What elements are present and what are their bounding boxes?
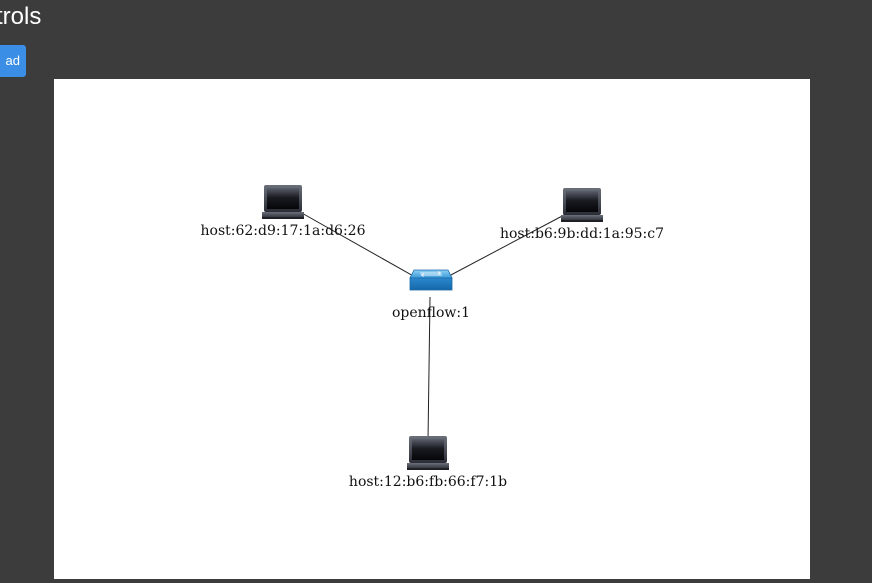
host-node[interactable]: host:b6:9b:dd:1a:95:c7 (500, 188, 664, 242)
switch-icon (409, 269, 453, 291)
switch-label: openflow:1 (392, 305, 470, 321)
link-host1-switch (299, 211, 432, 287)
laptop-icon (561, 188, 603, 222)
laptop-icon (407, 436, 449, 470)
host-label: host:62:d9:17:1a:d6:26 (201, 223, 366, 239)
load-button[interactable]: ad (0, 45, 26, 77)
host-node[interactable]: host:62:d9:17:1a:d6:26 (201, 185, 366, 239)
page-title: trols (0, 3, 42, 30)
topology-canvas[interactable]: openflow:1 host:62:d9:17:1a:d6:26 host:b… (54, 79, 810, 579)
laptop-icon (262, 185, 304, 219)
host-label: host:b6:9b:dd:1a:95:c7 (500, 226, 664, 242)
link-host2-switch (431, 213, 567, 286)
host-label: host:12:b6:fb:66:f7:1b (349, 474, 507, 490)
switch-node[interactable]: openflow:1 (392, 269, 470, 321)
host-node[interactable]: host:12:b6:fb:66:f7:1b (349, 436, 507, 490)
link-host3-switch (427, 296, 431, 442)
